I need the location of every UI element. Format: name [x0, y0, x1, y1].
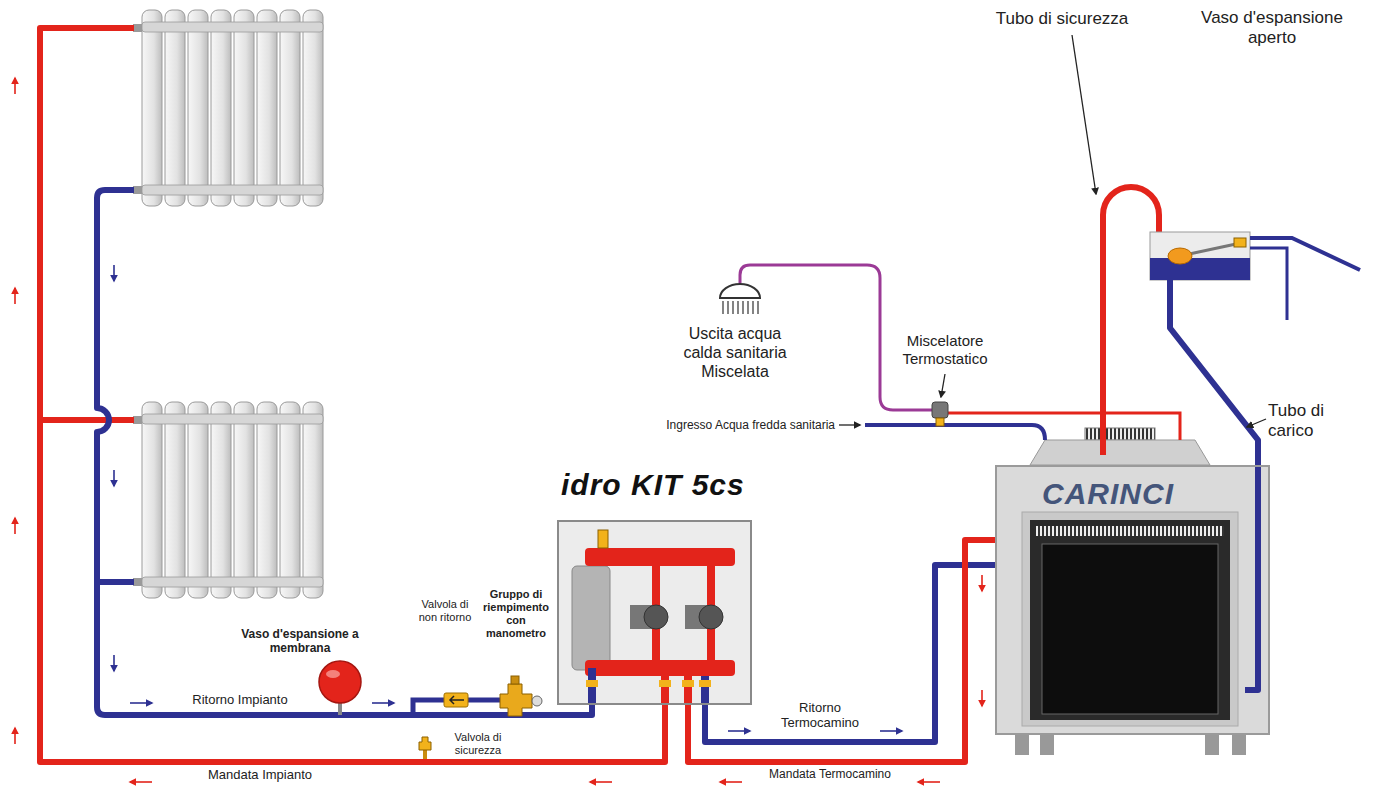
illustration-part — [1247, 419, 1266, 427]
fireplace-leg — [1040, 735, 1054, 755]
callout-label: Ingresso Acqua fredda sanitaria — [619, 418, 835, 432]
illustration-part — [880, 730, 902, 732]
illustration-part — [918, 781, 940, 783]
illustration-part — [590, 781, 612, 783]
fireplace-frame — [1030, 520, 1230, 720]
fireplace-leg — [1205, 735, 1219, 755]
fireplace-glass — [1042, 544, 1218, 714]
callout-label: Uscita acqua calda sanitaria Miscelata — [673, 325, 798, 382]
cold-water-pipe — [865, 418, 1045, 440]
illustration-part — [941, 374, 945, 397]
illustration-part — [14, 288, 16, 304]
pipe-label: Mandata Termocamino — [750, 767, 910, 781]
illustration-part — [728, 730, 750, 732]
mixed-water-pipe — [740, 265, 932, 410]
check-valve — [444, 693, 468, 707]
illustration-part — [130, 781, 152, 783]
kit-box: idro KIT 5cs — [557, 520, 752, 705]
callout-label: Ritorno Impianto — [165, 692, 315, 707]
illustration-part — [113, 265, 115, 281]
kit-panel — [557, 520, 752, 705]
illustration-part — [14, 78, 16, 94]
kit-tank — [572, 566, 610, 670]
kit-logo: idro KIT 5cs — [561, 468, 745, 501]
pump — [699, 605, 723, 629]
membrane-vessel — [319, 661, 361, 703]
open-expansion-tank — [1150, 232, 1250, 280]
fireplace-grille — [1036, 526, 1224, 536]
illustration-part — [720, 781, 742, 783]
pipe-connector — [688, 540, 995, 762]
float-ball — [1168, 248, 1192, 264]
fireplace-face — [1022, 512, 1238, 726]
illustration-part — [14, 518, 16, 534]
filling-group-cap — [511, 676, 519, 684]
callout-label: Miscelatore Termostatico — [886, 332, 1004, 367]
return-pipe — [97, 190, 592, 715]
air-vent — [598, 530, 608, 548]
illustration-part — [113, 470, 115, 486]
safety-valve — [419, 737, 431, 750]
overflow-pipe — [1250, 238, 1360, 270]
callout-label: Valvola di sicurezza — [443, 731, 513, 757]
fireplace-box: CARINCI — [995, 465, 1270, 735]
safety-valve-stem — [423, 750, 427, 759]
shower-spray — [723, 301, 758, 314]
tank-water — [1150, 258, 1250, 280]
kit-fitting — [699, 680, 711, 687]
callout-label: Tubo di sicurezza — [977, 9, 1147, 29]
kit-manifold-top — [585, 548, 735, 566]
callout-label: Valvola di non ritorno — [412, 598, 478, 624]
pipe-label: Ritorno Termocamino — [765, 700, 875, 731]
callout-label: Gruppo di riempimento con manometro — [476, 588, 556, 640]
callout-label: Vaso d'espansione a membrana — [240, 627, 360, 655]
leader-lines — [839, 35, 1266, 427]
illustration-part — [14, 728, 16, 744]
pipe-connector — [705, 565, 995, 742]
illustration-part — [372, 702, 394, 704]
chimney-collar — [1085, 428, 1155, 440]
radiator-top — [133, 10, 323, 206]
radiator-bottom — [133, 402, 323, 598]
illustration-part — [130, 702, 152, 704]
kit-fitting — [682, 680, 694, 687]
kit-fitting — [586, 680, 598, 687]
illustration-part — [839, 424, 860, 425]
illustration-part — [981, 575, 983, 591]
callout-label: Vaso d'espansione aperto — [1185, 8, 1360, 48]
pump — [644, 605, 668, 629]
illustration-part — [1072, 35, 1096, 194]
kit-fitting — [659, 680, 671, 687]
fireplace-leg — [1015, 735, 1029, 755]
shower-head — [720, 284, 760, 298]
inlet-pipe — [1250, 248, 1287, 320]
mixer-knob — [936, 418, 944, 426]
fireplace-body — [995, 465, 1270, 735]
callout-label: Mandata Impianto — [185, 767, 335, 782]
fireplace-hood — [1030, 440, 1210, 465]
float-valve — [1234, 238, 1246, 247]
illustration-part — [981, 690, 983, 706]
pressure-gauge — [532, 696, 542, 706]
fireplace-leg — [1232, 735, 1246, 755]
vessel-highlight — [326, 670, 340, 678]
check-valve-arrow — [450, 696, 464, 704]
callout-label: Tubo di carico — [1268, 401, 1372, 441]
kit-manifold-bottom — [585, 660, 735, 676]
safety-pipe — [1103, 187, 1159, 455]
flow-arrows — [15, 78, 982, 782]
brand-logo: CARINCI — [1042, 477, 1174, 510]
filling-group — [500, 684, 532, 716]
load-pipe — [1170, 280, 1258, 690]
illustration-part — [113, 655, 115, 671]
thermostatic-mixer — [932, 402, 948, 418]
